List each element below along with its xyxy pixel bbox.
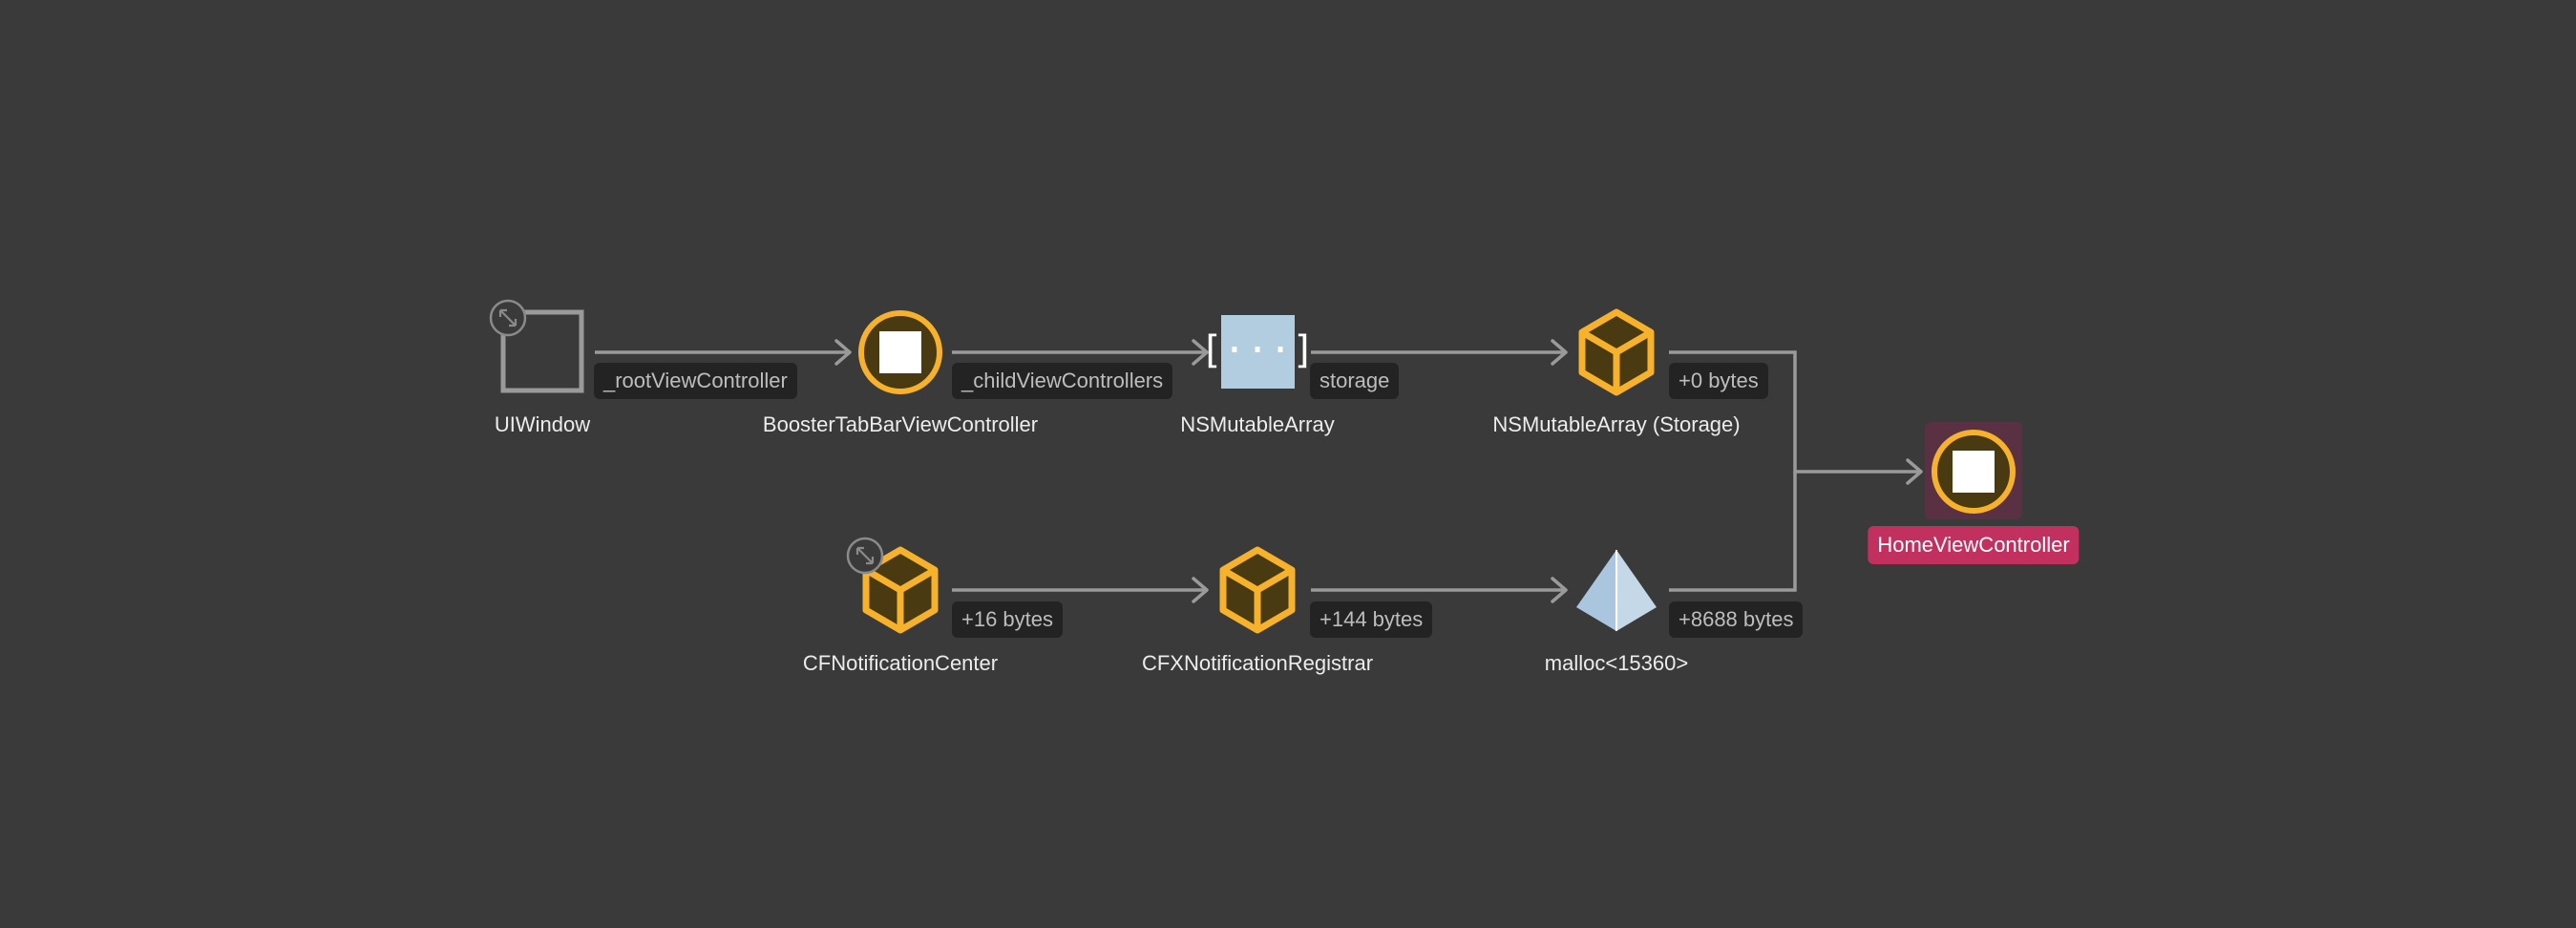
node-tabbar[interactable] xyxy=(858,310,942,394)
edge-storage-to-home[interactable] xyxy=(1669,350,1919,474)
node-home[interactable] xyxy=(1925,422,2022,519)
edge-label-plus16: +16 bytes xyxy=(952,601,1064,638)
expand-badge-icon[interactable] xyxy=(846,537,884,575)
edge-label-plus144: +144 bytes xyxy=(1310,601,1433,638)
node-label-cfnc: CFNotificationCenter xyxy=(802,651,999,675)
svg-text:[···]: [···] xyxy=(1200,328,1315,372)
node-label-storage: NSMutableArray (Storage) xyxy=(1492,412,1741,436)
edge-malloc-to-home[interactable] xyxy=(1669,472,1797,592)
node-label-home[interactable]: HomeViewController xyxy=(1868,526,2080,564)
edge-label-child-vcs: _childViewControllers xyxy=(952,363,1173,399)
window-square-icon xyxy=(500,309,584,393)
arrowhead xyxy=(1192,339,1209,366)
malloc-pyramid-icon xyxy=(1576,550,1657,631)
arrowhead xyxy=(1192,577,1209,603)
arrowhead xyxy=(1551,339,1568,366)
node-array[interactable]: [···] xyxy=(1200,315,1315,389)
node-cfxnr[interactable] xyxy=(1219,546,1296,634)
arrowhead xyxy=(834,339,852,366)
node-label-tabbar: BoosterTabBarViewController xyxy=(762,412,1039,436)
edge-label-plus0: +0 bytes xyxy=(1669,363,1768,399)
node-cfnc[interactable] xyxy=(846,537,939,634)
node-label-array: NSMutableArray xyxy=(1180,412,1335,436)
edge-label-root-vc: _rootViewController xyxy=(594,363,797,399)
expand-badge-icon[interactable] xyxy=(489,299,527,337)
node-label-malloc: malloc<15360> xyxy=(1544,651,1689,675)
edge-label-storage: storage xyxy=(1310,363,1400,399)
node-uiwindow[interactable] xyxy=(489,299,584,393)
node-label-cfxnr: CFXNotificationRegistrar xyxy=(1141,651,1374,675)
object-cube-icon xyxy=(1219,546,1296,634)
array-brackets-icon xyxy=(1221,315,1295,389)
edge-label-plus8688: +8688 bytes xyxy=(1669,601,1804,638)
arrowhead xyxy=(1551,577,1568,603)
arrowhead xyxy=(1906,458,1923,485)
node-storage[interactable] xyxy=(1578,308,1655,396)
object-cube-icon xyxy=(1578,308,1655,396)
node-malloc[interactable] xyxy=(1576,550,1657,631)
node-label-uiwindow: UIWindow xyxy=(494,412,591,436)
